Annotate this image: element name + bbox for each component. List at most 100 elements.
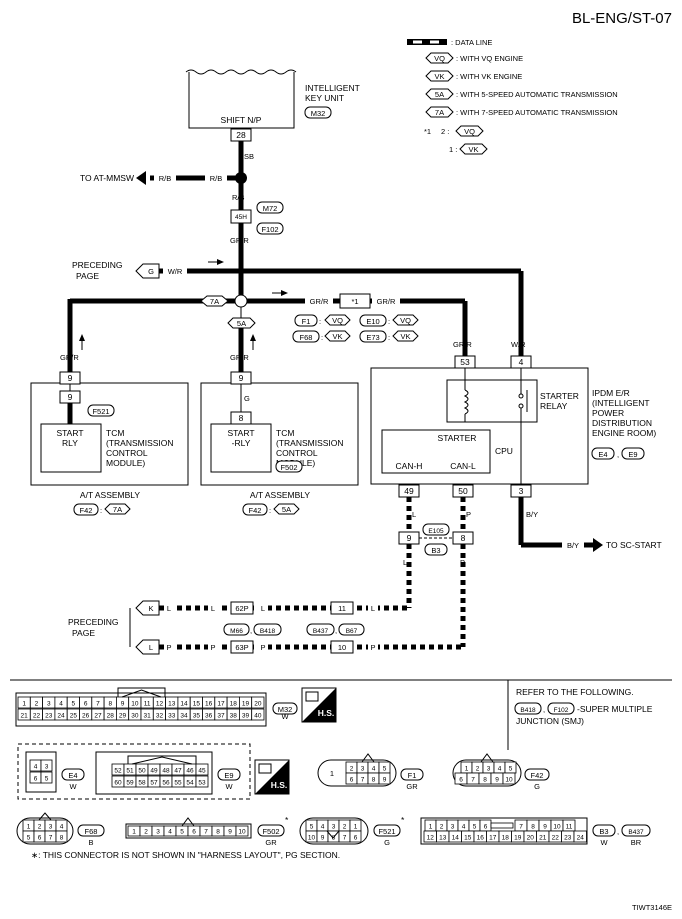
pin-number: 8 bbox=[483, 777, 487, 784]
svg-text:F42: F42 bbox=[249, 506, 262, 515]
pin-number: 19 bbox=[514, 835, 522, 842]
pin-number: 7 bbox=[204, 829, 208, 836]
pin-number: 1 bbox=[22, 701, 26, 708]
pin-number: 2 bbox=[35, 701, 39, 708]
svg-text:A/T ASSEMBLY: A/T ASSEMBLY bbox=[80, 490, 140, 500]
svg-text:P: P bbox=[210, 643, 215, 652]
pin-number: 5 bbox=[72, 701, 76, 708]
pin-number: 3 bbox=[49, 824, 53, 831]
pin-number: 9 bbox=[228, 829, 232, 836]
svg-text:W: W bbox=[600, 838, 608, 847]
pin-number: 14 bbox=[452, 835, 460, 842]
svg-text::: : bbox=[388, 317, 390, 326]
pin-cell bbox=[235, 825, 249, 837]
svg-text:F42: F42 bbox=[80, 506, 93, 515]
pin-number: 25 bbox=[70, 713, 78, 720]
pin-number: 46 bbox=[186, 768, 194, 775]
svg-text:11: 11 bbox=[338, 604, 346, 613]
svg-text:B/Y: B/Y bbox=[567, 541, 579, 550]
pin-number: 17 bbox=[489, 835, 497, 842]
svg-text:M32: M32 bbox=[311, 109, 326, 118]
pin-number: 4 bbox=[34, 764, 38, 771]
pin-number: 57 bbox=[150, 780, 158, 787]
svg-text:B: B bbox=[88, 838, 93, 847]
svg-text:*: * bbox=[285, 815, 289, 825]
svg-text:5A: 5A bbox=[435, 90, 444, 99]
svg-text:VQ: VQ bbox=[434, 54, 445, 63]
connector-f102 bbox=[256, 222, 284, 235]
pin-number: 8 bbox=[60, 835, 64, 842]
svg-text:CAN-H: CAN-H bbox=[396, 461, 423, 471]
connector-m72 bbox=[256, 201, 284, 214]
svg-text:E73: E73 bbox=[366, 333, 379, 342]
svg-text:(TRANSMISSION: (TRANSMISSION bbox=[276, 438, 344, 448]
pin-number: 59 bbox=[126, 780, 134, 787]
pin-number: 5 bbox=[27, 835, 31, 842]
pin-number: 47 bbox=[174, 768, 182, 775]
pin-number: 6 bbox=[484, 824, 488, 831]
svg-text:F102: F102 bbox=[554, 707, 569, 714]
pin-number: 7 bbox=[519, 824, 523, 831]
pin-number: 10 bbox=[553, 824, 561, 831]
svg-text:(TRANSMISSION: (TRANSMISSION bbox=[106, 438, 174, 448]
pin-number: 4 bbox=[168, 829, 172, 836]
svg-text:49: 49 bbox=[404, 486, 414, 496]
pin-cell bbox=[251, 696, 265, 709]
svg-text:W/R: W/R bbox=[511, 340, 526, 349]
legend-vk-badge bbox=[425, 70, 454, 82]
svg-text:SHIFT N/P: SHIFT N/P bbox=[221, 115, 262, 125]
svg-text:10: 10 bbox=[338, 643, 346, 652]
legend-note-mark: *1 bbox=[424, 127, 431, 136]
legend-data-line: : DATA LINE bbox=[451, 38, 492, 47]
svg-text:G: G bbox=[244, 394, 250, 403]
svg-text:G: G bbox=[148, 267, 154, 276]
svg-text::: : bbox=[100, 506, 102, 515]
pin-number: 4 bbox=[498, 766, 502, 773]
pin-number: 32 bbox=[156, 713, 164, 720]
svg-text:62P: 62P bbox=[235, 604, 248, 613]
pin-number: 33 bbox=[168, 713, 176, 720]
legend-vq-text: : WITH VQ ENGINE bbox=[456, 54, 523, 63]
svg-text:E9: E9 bbox=[224, 771, 233, 780]
pin-number: 5 bbox=[45, 776, 49, 783]
connector-63p bbox=[230, 640, 254, 654]
pin-number: 5 bbox=[473, 824, 477, 831]
svg-text:ENGINE ROOM): ENGINE ROOM) bbox=[592, 428, 656, 438]
pin-number: 10 bbox=[131, 701, 139, 708]
svg-text:F42: F42 bbox=[531, 771, 544, 780]
svg-text:VK: VK bbox=[400, 332, 410, 341]
pin-number: 1 bbox=[465, 766, 469, 773]
footnote: ∗: THIS CONNECTOR IS NOT SHOWN IN "HARNE… bbox=[31, 850, 340, 860]
svg-text:DISTRIBUTION: DISTRIBUTION bbox=[592, 418, 652, 428]
svg-text:F502: F502 bbox=[262, 827, 279, 836]
preceding-k-badge bbox=[135, 600, 160, 616]
pin-number: 4 bbox=[462, 824, 466, 831]
svg-text:5A: 5A bbox=[282, 505, 291, 514]
tcm-7a-assembly: 9 9 F521 START RLY TCM (TRANSMISSION CON… bbox=[30, 371, 189, 516]
svg-text:F68: F68 bbox=[85, 827, 98, 836]
pin-number: 2 bbox=[343, 824, 347, 831]
svg-text:R/B: R/B bbox=[232, 193, 245, 202]
svg-text:L: L bbox=[149, 643, 153, 652]
pin-number: 2 bbox=[476, 766, 480, 773]
svg-text:8: 8 bbox=[461, 533, 466, 543]
pin-number: 1 bbox=[354, 824, 358, 831]
pin-number: 18 bbox=[230, 701, 238, 708]
pin-number: 55 bbox=[174, 780, 182, 787]
svg-text:W: W bbox=[225, 782, 233, 791]
svg-text:7A: 7A bbox=[113, 505, 122, 514]
svg-text::: : bbox=[388, 333, 390, 342]
legend-5a-text: : WITH 5-SPEED AUTOMATIC TRANSMISSION bbox=[456, 90, 618, 99]
pin-cell bbox=[573, 830, 587, 843]
pin-number: 9 bbox=[383, 777, 387, 784]
note-vk-badge bbox=[459, 143, 488, 155]
pin-number: 3 bbox=[332, 824, 336, 831]
svg-text:W: W bbox=[69, 782, 77, 791]
pin-number: 34 bbox=[180, 713, 188, 720]
svg-text:9: 9 bbox=[407, 533, 412, 543]
pin-number: 38 bbox=[230, 713, 238, 720]
pin-number: 22 bbox=[33, 713, 41, 720]
note-vq-badge bbox=[455, 125, 484, 137]
